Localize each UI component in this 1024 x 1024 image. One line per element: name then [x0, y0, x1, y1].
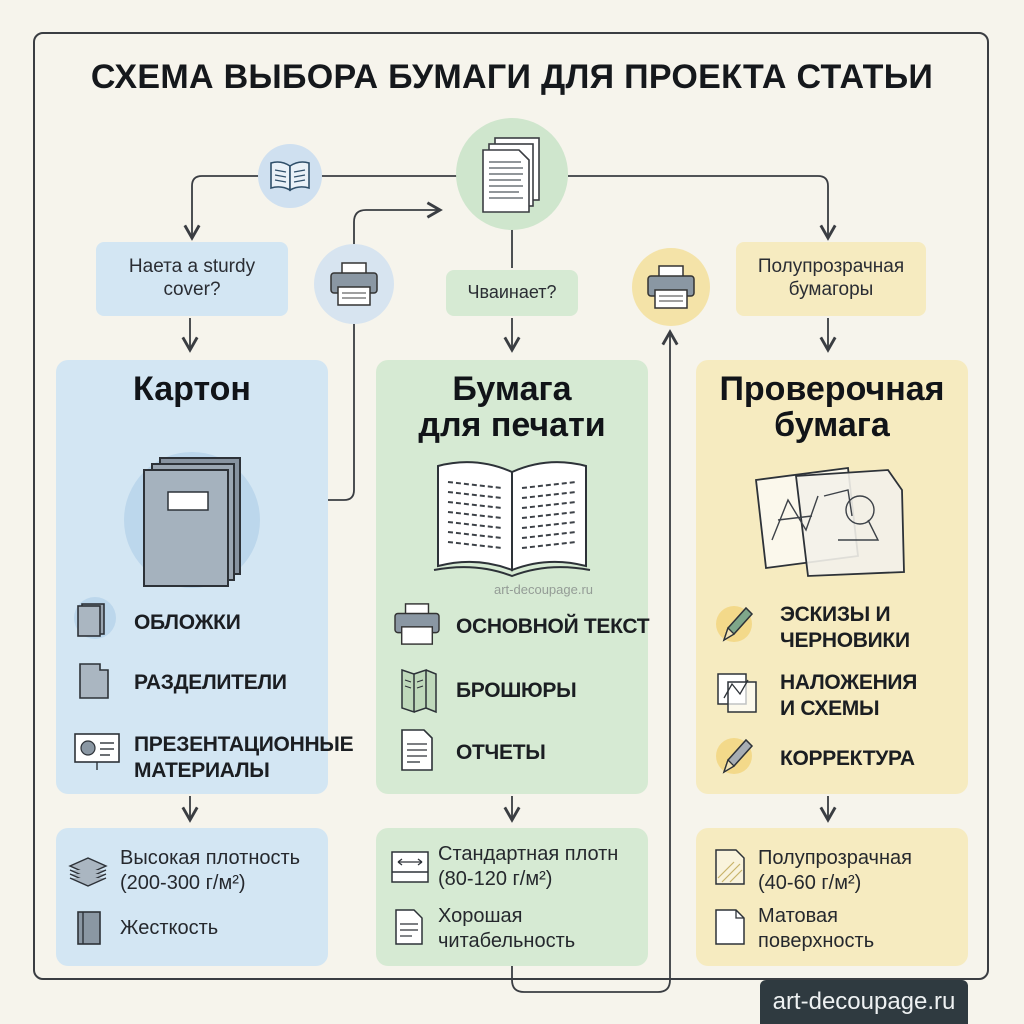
- printer-icon: [328, 261, 380, 307]
- pencil-icon: [716, 732, 756, 778]
- printer-node-right: [632, 248, 710, 326]
- site-badge[interactable]: art-decoupage.ru: [760, 980, 968, 1024]
- folder-icon: [72, 596, 118, 640]
- question-text: Наета a sturdy cover?: [128, 256, 256, 300]
- item-label: ОТЧЕТЫ: [456, 741, 546, 764]
- cardboard-folder-illustration: [122, 450, 262, 590]
- item-label: РАЗДЕЛИТЕЛИ: [134, 671, 287, 694]
- panel-title: Проверочная бумага: [719, 370, 945, 444]
- attribute-label: Стандартная плотн (80-120 г/м²): [438, 843, 619, 890]
- item-label: КОРРЕКТУРА: [780, 747, 915, 770]
- translucent-sheet-icon: [714, 848, 746, 886]
- proof-paper-panel: Проверочная бумага ЭСКИЗЫ И ЧЕРНОВИКИ НА…: [696, 360, 968, 794]
- presentation-board-icon: [72, 730, 122, 772]
- pencil-icon: [716, 600, 756, 646]
- question-box-right: Полупрозрачная бумагоры: [736, 242, 926, 316]
- report-document-icon: [400, 728, 434, 772]
- question-box-middle: Чваинает?: [446, 270, 578, 316]
- question-text: Полупрозрачная бумагоры: [757, 256, 905, 300]
- attribute-label: Хорошая читабельность: [438, 905, 576, 952]
- text-document-icon: [394, 908, 424, 946]
- sketch-sheets-illustration: [748, 460, 908, 580]
- cardboard-panel: Картон ОБЛОЖКИ РАЗДЕЛИТЕЛИ ПРЕЗЕНТАЦИОНН…: [56, 360, 354, 794]
- attribute-label: Жесткость: [120, 917, 219, 939]
- brochure-icon: [398, 666, 438, 714]
- diagram-frame: [33, 32, 989, 980]
- open-book-icon: [269, 160, 311, 192]
- book-node: [258, 144, 322, 208]
- matte-sheet-icon: [714, 908, 746, 946]
- item-label: ОБЛОЖКИ: [134, 611, 241, 634]
- question-text: Чваинает?: [467, 282, 557, 303]
- document-stack-icon: [481, 136, 543, 213]
- divider-tab-icon: [76, 660, 112, 702]
- paper-thickness-icon: [390, 850, 430, 884]
- proof-paper-attributes: Полупрозрачная (40-60 г/м²) Матовая пове…: [696, 828, 968, 966]
- stacked-layers-icon: [68, 848, 108, 888]
- item-label: ОСНОВНОЙ ТЕКСТ: [456, 615, 650, 638]
- cardboard-attributes: Высокая плотность (200-300 г/м²) Жесткос…: [56, 828, 328, 966]
- printing-paper-attributes: Стандартная плотн (80-120 г/м²) Хорошая …: [376, 828, 648, 966]
- attribute-label: Высокая плотность (200-300 г/м²): [120, 847, 301, 894]
- document-hub: [456, 118, 568, 230]
- item-label: НАЛОЖЕНИЯ И СХЕМЫ: [780, 671, 918, 721]
- printer-icon: [392, 602, 442, 646]
- printer-icon: [645, 264, 697, 310]
- page-title: СХЕМА ВЫБОРА БУМАГИ ДЛЯ ПРОЕКТА СТАТЬИ: [90, 58, 934, 96]
- binder-icon: [74, 908, 104, 946]
- question-box-left: Наета a sturdy cover?: [96, 242, 288, 316]
- item-label: БРОШЮРЫ: [456, 679, 577, 702]
- open-book-illustration: [432, 458, 592, 578]
- attribute-label: Матовая поверхность: [758, 905, 875, 952]
- printer-node-left: [314, 244, 394, 324]
- attribute-label: Полупрозрачная (40-60 г/м²): [758, 847, 912, 894]
- panel-title: Бумага для печати: [418, 370, 606, 444]
- watermark-text: art-decoupage.ru: [494, 582, 594, 597]
- panel-title: Картон: [133, 370, 251, 408]
- item-label: ЭСКИЗЫ И ЧЕРНОВИКИ: [780, 603, 910, 653]
- printing-paper-panel: Бумага для печати ОСНОВНОЙ ТЕКСТ БРОШЮРЫ…: [376, 360, 650, 794]
- item-label: ПРЕЗЕНТАЦИОННЫЕ МАТЕРИАЛЫ: [134, 733, 354, 783]
- overlay-sketch-icon: [716, 670, 758, 714]
